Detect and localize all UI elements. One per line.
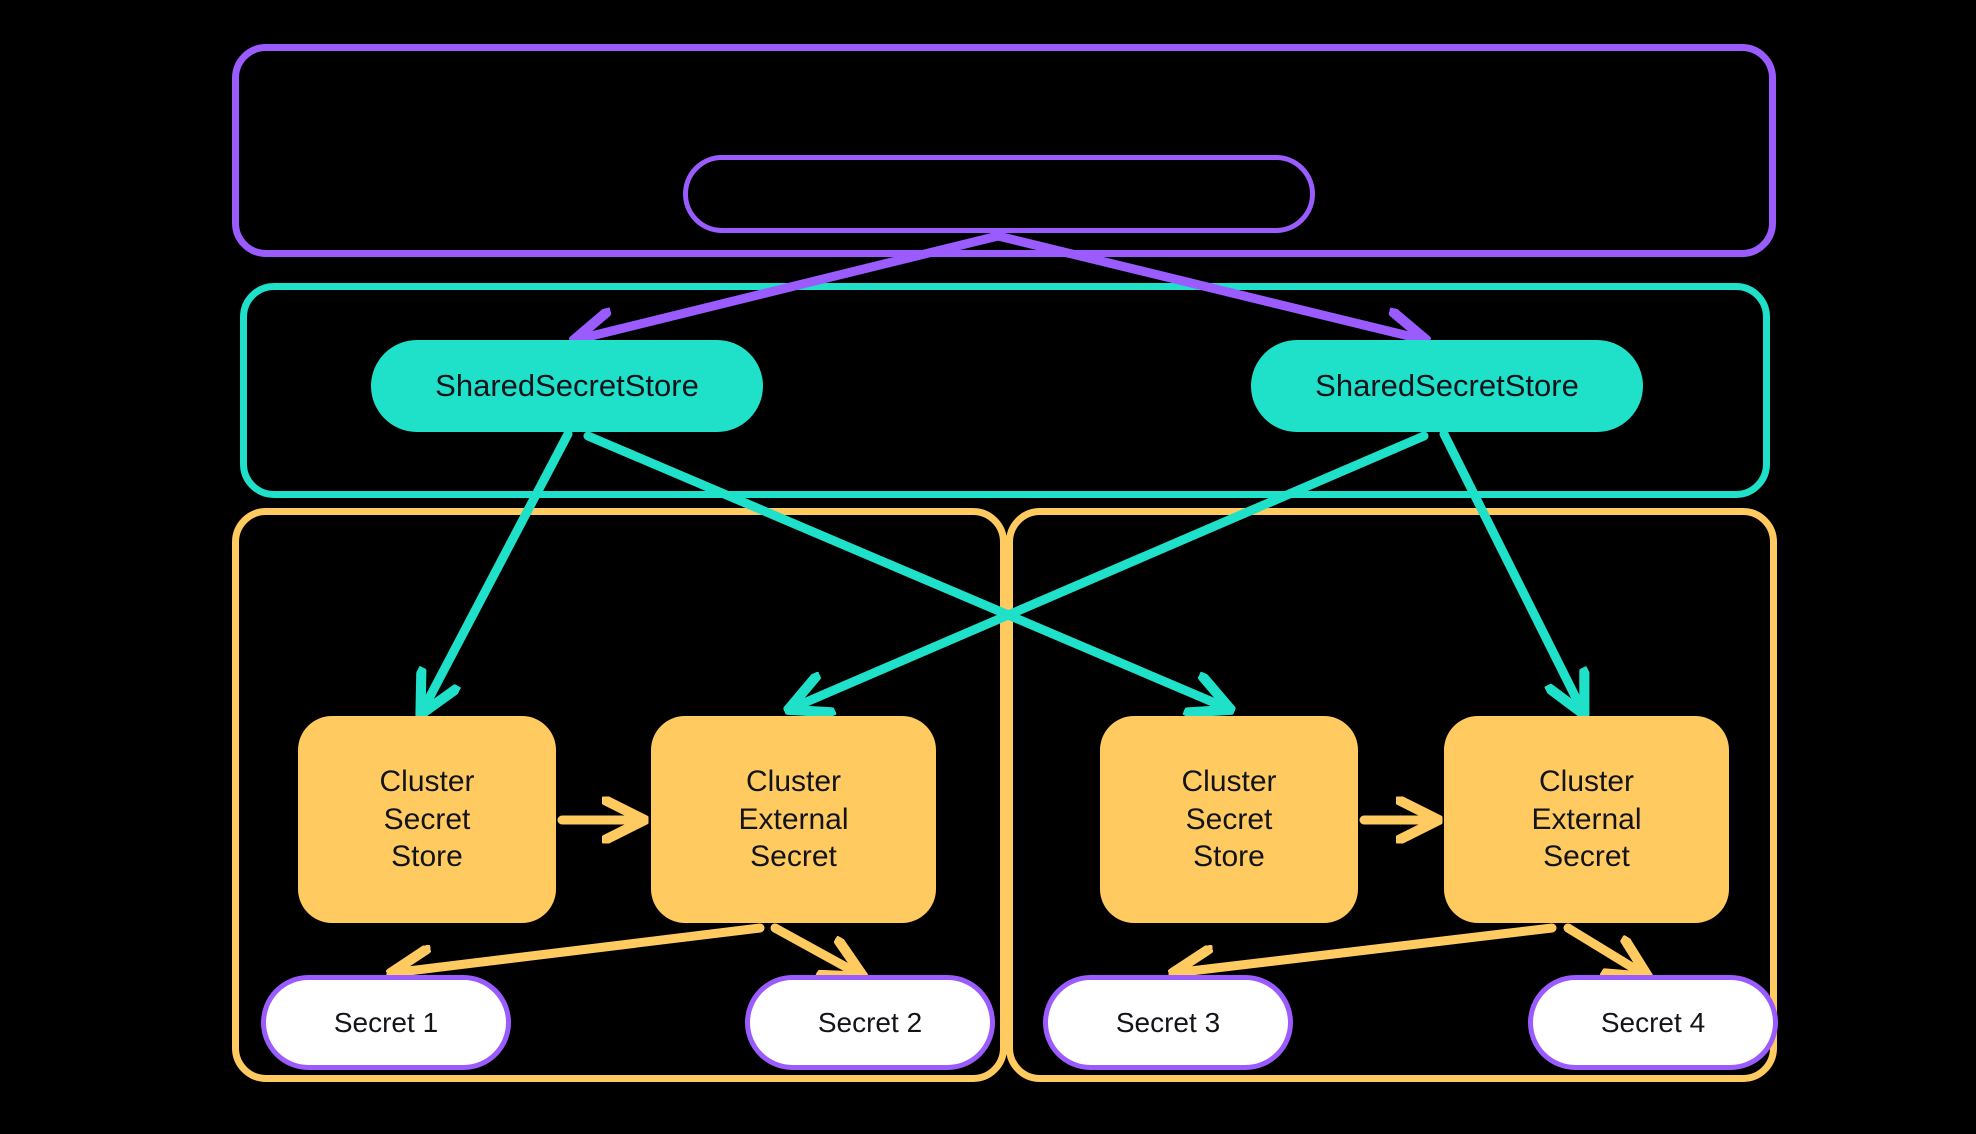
label-line-3: Secret (1543, 840, 1630, 874)
label-line-3: Store (391, 840, 463, 874)
cluster-external-secret-2[interactable]: Cluster External Secret (1444, 716, 1729, 923)
secret-2-label: Secret 2 (817, 1007, 923, 1038)
label-line-1: Cluster (745, 765, 842, 799)
label-line-2: External (1531, 802, 1642, 836)
label-line-2: Secret (383, 802, 471, 836)
cluster-secret-store-2-label: Cluster Secret Store (1181, 763, 1276, 876)
shared-secret-store-left-label: SharedSecretStore (435, 367, 699, 403)
label-line-1: Cluster (1538, 765, 1635, 799)
label-line-3: Store (1193, 840, 1265, 874)
secret-3[interactable]: Secret 3 (1043, 975, 1293, 1070)
secret-4[interactable]: Secret 4 (1528, 975, 1778, 1070)
shared-secret-store-right-label: SharedSecretStore (1315, 367, 1579, 403)
label-line-2: Secret (1185, 802, 1273, 836)
label-line-3: Secret (750, 840, 837, 874)
secret-1-label: Secret 1 (333, 1007, 439, 1038)
cluster-secret-store-2[interactable]: Cluster Secret Store (1100, 716, 1358, 923)
shared-secret-store-right[interactable]: SharedSecretStore (1251, 340, 1643, 432)
secret-4-label: Secret 4 (1600, 1007, 1706, 1038)
label-line-2: External (738, 802, 849, 836)
top-empty-pill[interactable] (683, 155, 1315, 233)
cluster-secret-store-1[interactable]: Cluster Secret Store (298, 716, 556, 923)
cluster-secret-store-1-label: Cluster Secret Store (379, 763, 474, 876)
secret-1[interactable]: Secret 1 (261, 975, 511, 1070)
shared-secret-store-left[interactable]: SharedSecretStore (371, 340, 763, 432)
secret-2[interactable]: Secret 2 (745, 975, 995, 1070)
cluster-external-secret-1-label: Cluster External Secret (738, 763, 848, 876)
cluster-external-secret-1[interactable]: Cluster External Secret (651, 716, 936, 923)
secret-3-label: Secret 3 (1115, 1007, 1221, 1038)
cluster-external-secret-2-label: Cluster External Secret (1531, 763, 1641, 876)
label-line-1: Cluster (1181, 765, 1277, 799)
label-line-1: Cluster (379, 765, 475, 799)
